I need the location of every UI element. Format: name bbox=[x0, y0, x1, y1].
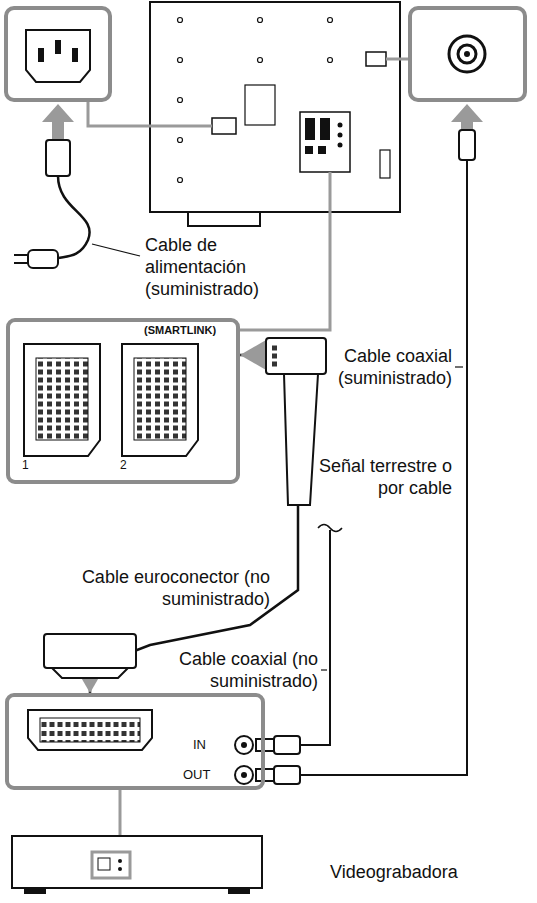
tv-antenna-socket bbox=[366, 52, 386, 66]
scart-pins bbox=[134, 358, 186, 440]
vcr-rear-ports bbox=[98, 858, 110, 870]
leader-line bbox=[455, 366, 463, 367]
scart-plug-pins bbox=[270, 344, 280, 368]
vcr-foot bbox=[228, 888, 250, 894]
power-cord bbox=[58, 176, 90, 258]
power-plug bbox=[46, 140, 70, 176]
coax-cable bbox=[300, 530, 330, 745]
tv-port-panel bbox=[300, 112, 350, 172]
insert-arrow bbox=[451, 104, 483, 130]
mains-plug bbox=[28, 250, 58, 268]
leader-line bbox=[321, 669, 327, 670]
coax-plug bbox=[459, 130, 475, 160]
jack-label: IN bbox=[193, 738, 206, 753]
scart-pins bbox=[36, 358, 88, 440]
jack-label: OUT bbox=[183, 768, 210, 783]
cable-label: Cable de alimentación (suministrado) bbox=[145, 234, 275, 300]
antenna-socket bbox=[449, 36, 485, 72]
vcr-foot bbox=[24, 888, 46, 894]
scart-pins bbox=[40, 718, 140, 742]
vcr-rear-highlight bbox=[92, 852, 130, 878]
scart-plug bbox=[266, 338, 326, 374]
device-name: Videograbadora bbox=[330, 862, 458, 883]
leader-line bbox=[92, 244, 140, 256]
cable-label: Señal terrestre o por cable bbox=[310, 455, 452, 499]
socket-number: 1 bbox=[22, 459, 29, 473]
tv-stand bbox=[188, 212, 260, 226]
port-label: (SMARTLINK) bbox=[144, 324, 216, 337]
scart-plug bbox=[284, 374, 318, 505]
tv-side-port bbox=[380, 150, 390, 178]
scart-plug bbox=[52, 668, 128, 678]
antenna-socket bbox=[464, 51, 470, 57]
vcr-body bbox=[12, 836, 262, 888]
vcr-rear-inset: INOUTVideograbadora bbox=[5, 693, 265, 790]
tv-rear bbox=[150, 2, 400, 212]
scart-socket bbox=[28, 710, 152, 750]
inlet-pins bbox=[38, 40, 78, 62]
mains-pins bbox=[14, 255, 28, 263]
socket-number: 2 bbox=[120, 459, 127, 473]
cable-label: Cable coaxial (no suministrado) bbox=[158, 648, 318, 692]
vcr-rear-ports bbox=[118, 867, 122, 871]
antenna-inset bbox=[410, 8, 525, 100]
vcr-rear-ports bbox=[118, 859, 122, 863]
rca-jack bbox=[241, 742, 247, 778]
signal-mark bbox=[318, 525, 342, 532]
antenna-socket bbox=[458, 45, 476, 63]
cable-label: Cable euroconector (no suministrado) bbox=[78, 566, 270, 610]
power-inlet bbox=[26, 30, 90, 82]
cable-label: Cable coaxial (suministrado) bbox=[300, 345, 452, 389]
power-inset bbox=[6, 8, 110, 100]
scart-panel-inset: (SMARTLINK) 1 2 bbox=[6, 318, 240, 484]
coax-cable bbox=[300, 160, 467, 775]
scart-socket bbox=[122, 344, 198, 456]
scart-plug bbox=[44, 634, 136, 668]
tv-power-inlet bbox=[212, 118, 236, 134]
scart-socket bbox=[24, 344, 100, 456]
insert-arrow bbox=[42, 104, 74, 140]
rca-jack bbox=[235, 736, 253, 784]
tv-ports bbox=[305, 118, 343, 154]
tv-vent bbox=[245, 85, 275, 125]
